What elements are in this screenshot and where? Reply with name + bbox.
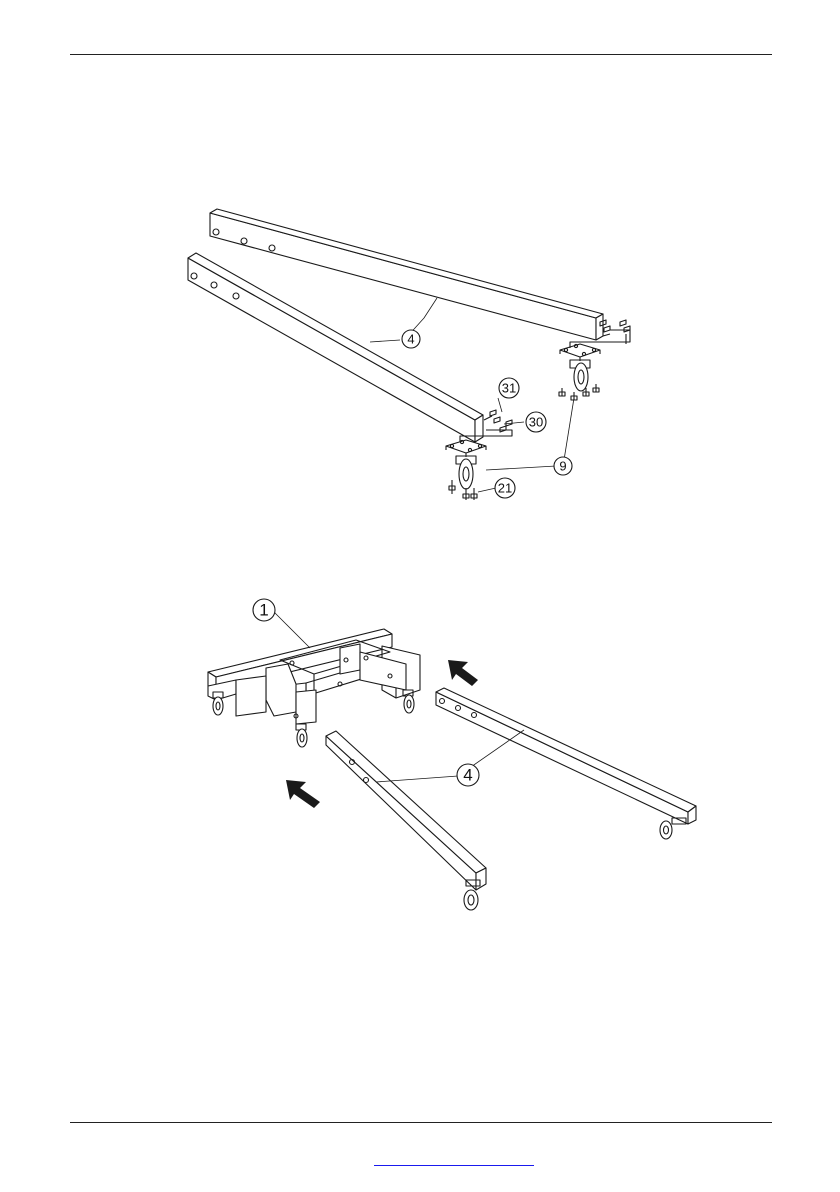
footer-rule [70,1122,772,1123]
callout-21-label: 21 [498,481,512,496]
base-frame [208,629,420,747]
footer-link-underline [374,1165,534,1166]
insert-arrow-left [286,780,320,808]
insert-arrow-right [448,660,478,686]
footer-link[interactable] [374,1152,534,1166]
figure-2-frame-assembly [208,599,696,910]
callout-1-label: 1 [259,601,268,620]
leg-beam-right [436,688,696,839]
callout-30-label: 30 [529,415,543,430]
callout-4-bottom-label: 4 [463,766,472,785]
callout-9-label: 9 [559,459,566,474]
callout-4-top-label: 4 [407,332,414,347]
leg-beam-left [326,731,486,910]
figure-1-leg-assembly [188,209,630,500]
frame-caster-front-mid [296,724,307,747]
callout-31-label: 31 [502,381,516,396]
